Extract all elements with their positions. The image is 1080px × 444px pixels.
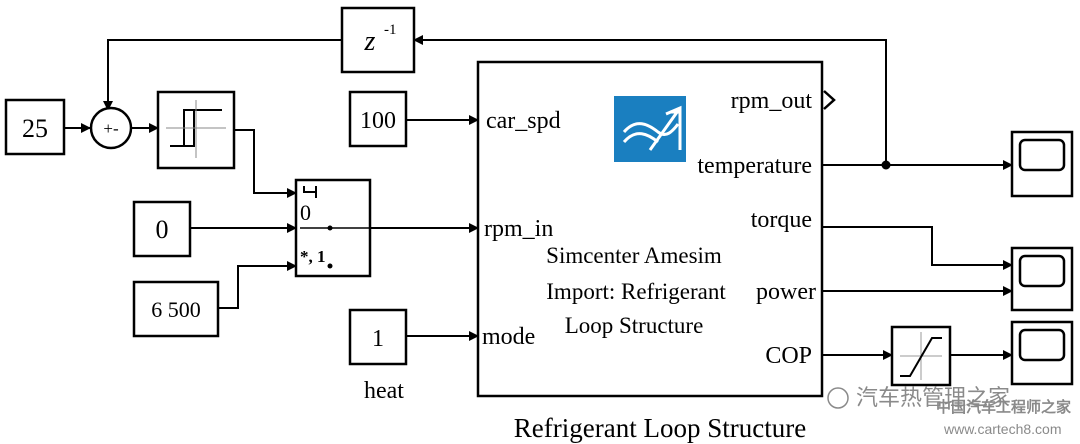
subsystem-text-line3: Loop Structure	[565, 313, 704, 338]
amesim-subsystem-block[interactable]: car_spd rpm_in mode rpm_out temperature …	[476, 60, 824, 398]
scope-cop-block[interactable]	[1010, 320, 1074, 386]
scope-torque-power-block[interactable]	[1010, 246, 1074, 312]
constant-25-block[interactable]: 25	[4, 98, 66, 156]
scope-screen-icon	[1018, 138, 1066, 172]
branch-point	[881, 160, 891, 170]
sum-signs: +-	[103, 119, 119, 138]
rpm-out-port-chevron-icon	[823, 90, 836, 110]
wire-6500-to-switch	[218, 261, 297, 309]
output-port-temperature: temperature	[697, 153, 812, 179]
constant-1-value: 1	[372, 326, 384, 352]
relay-block[interactable]	[156, 90, 236, 170]
constant-100-value: 100	[360, 108, 396, 134]
input-port-rpm-in: rpm_in	[484, 216, 553, 242]
saturation-curve-icon	[900, 337, 942, 377]
watermark-line1: 汽车热管理之家	[856, 385, 1010, 410]
sum-block[interactable]: +-	[89, 106, 133, 150]
switch-port-top-label: 0	[300, 200, 311, 225]
watermark-line3: www.cartech8.com	[943, 421, 1061, 437]
output-port-rpm-out: rpm_out	[731, 88, 813, 114]
subsystem-caption: Refrigerant Loop Structure	[514, 413, 806, 443]
output-port-torque: torque	[751, 207, 812, 233]
saturation-block[interactable]	[890, 325, 952, 387]
wire-relay-to-switch	[234, 129, 297, 198]
wechat-icon	[827, 387, 849, 409]
unit-delay-block[interactable]: z -1	[340, 6, 416, 74]
output-port-power: power	[756, 279, 816, 305]
constant-0-value: 0	[156, 215, 169, 244]
scope-screen-icon	[1018, 328, 1066, 362]
constant-6500-value: 6 500	[151, 297, 201, 322]
wire-temperature-to-delay	[413, 35, 887, 165]
subsystem-text-line2: Import: Refrigerant	[546, 279, 726, 304]
watermark: 汽车热管理之家 中国汽车工程师之家 www.cartech8.com	[827, 385, 1071, 437]
constant-0-block[interactable]: 0	[132, 200, 192, 258]
switch-port-bottom-label: *, 1	[300, 247, 326, 266]
output-port-cop: COP	[765, 343, 812, 369]
constant-1-caption: heat	[364, 378, 404, 404]
unit-delay-exponent: -1	[384, 22, 397, 38]
subsystem-text-line1: Simcenter Amesim	[546, 243, 722, 268]
input-port-car-spd: car_spd	[486, 108, 561, 134]
watermark-line2: 中国汽车工程师之家	[936, 398, 1071, 416]
scope-screen-icon	[1018, 254, 1066, 288]
constant-25-value: 25	[22, 114, 48, 143]
constant-100-block[interactable]: 100	[348, 90, 408, 148]
input-port-mode: mode	[482, 324, 535, 350]
unit-delay-symbol: z	[364, 26, 376, 57]
amesim-logo-icon	[614, 96, 686, 162]
scope-temperature-block[interactable]	[1010, 130, 1074, 198]
wire-torque-to-scope2	[822, 226, 1013, 270]
wire-delay-to-sum	[103, 39, 342, 111]
multiport-switch-block[interactable]: 0 *, 1	[294, 178, 372, 278]
constant-1-block[interactable]: 1	[348, 308, 408, 366]
constant-6500-block[interactable]: 6 500	[132, 280, 220, 338]
